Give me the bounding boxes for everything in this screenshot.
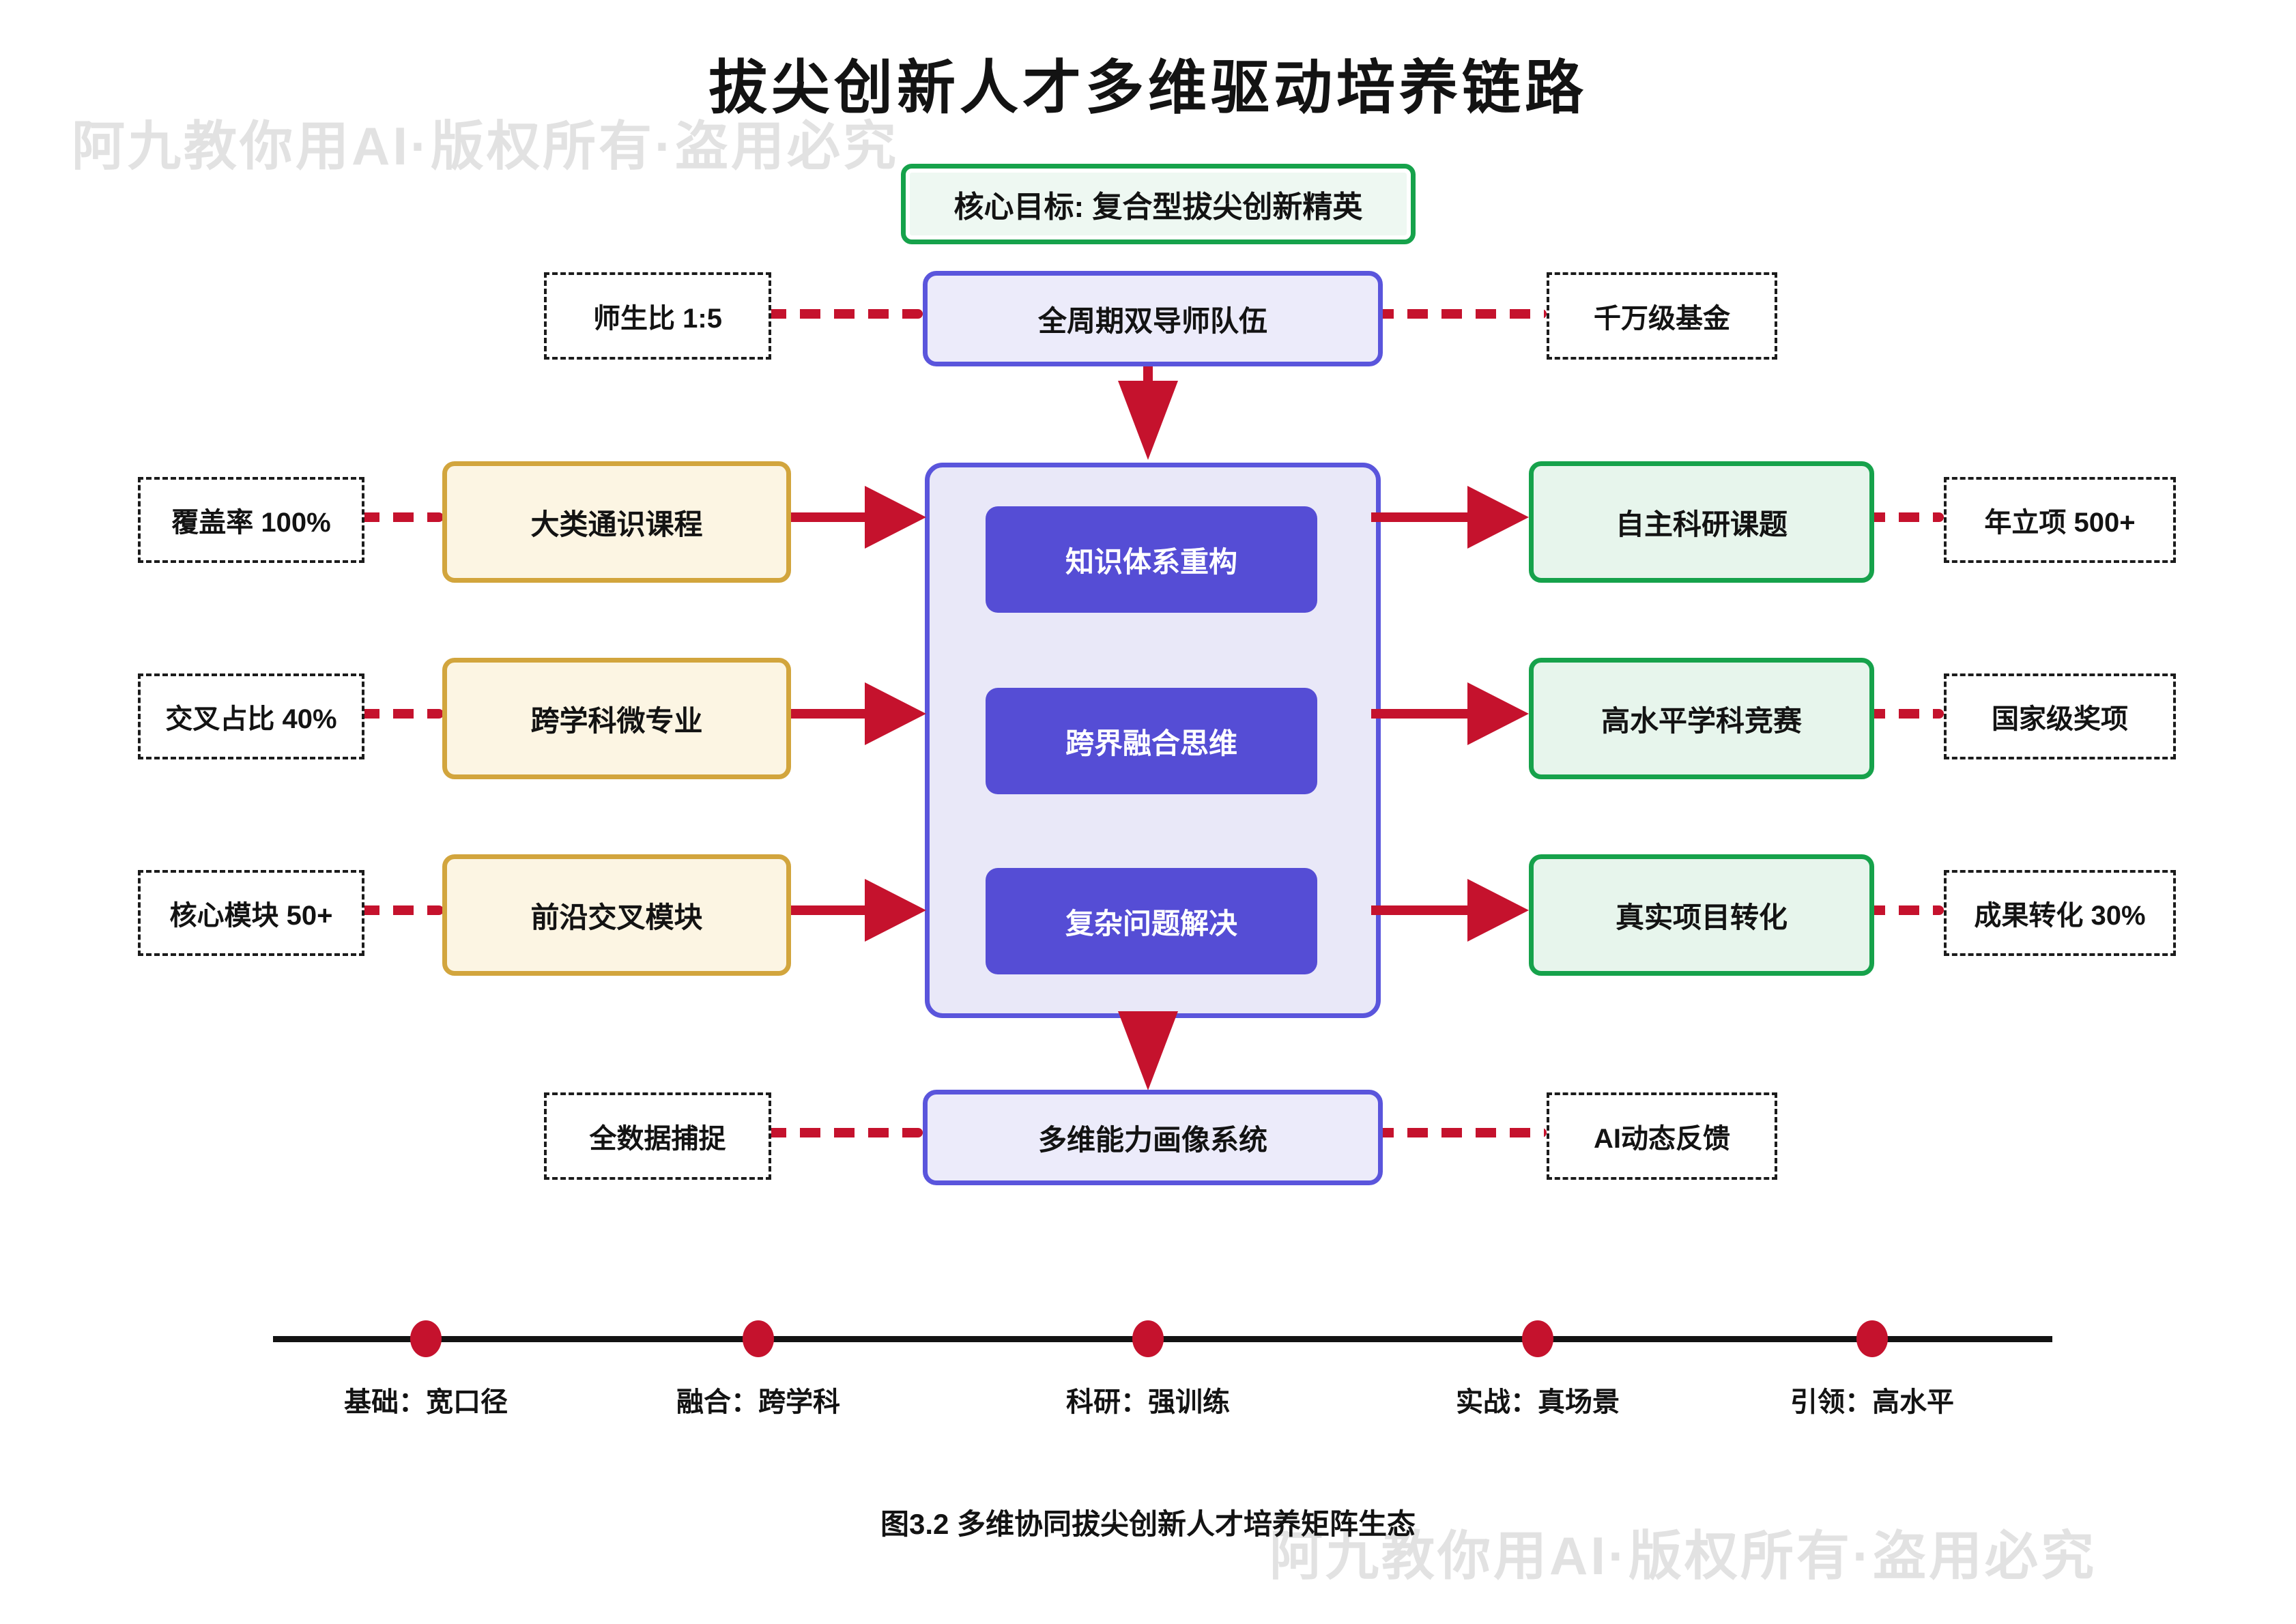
metric-core-modules: 核心模块 50+ bbox=[138, 870, 364, 956]
page-title: 拔尖创新人才多维驱动培养链路 bbox=[708, 55, 1588, 121]
dashed-connector bbox=[1865, 709, 1944, 719]
timeline-dot-icon bbox=[1856, 1320, 1888, 1357]
core-goal-box: 核心目标: 复合型拔尖创新精英 bbox=[901, 164, 1416, 244]
arrow-right-icon bbox=[1371, 905, 1467, 915]
timeline-stage-practice: 实战：真场景 bbox=[1456, 1387, 1620, 1417]
metric-projects: 年立项 500+ bbox=[1944, 477, 2176, 563]
dashed-connector bbox=[359, 905, 444, 915]
node-general-courses: 大类通识课程 bbox=[442, 461, 791, 583]
arrow-right-icon bbox=[1371, 709, 1467, 719]
arrow-right-icon bbox=[1371, 512, 1467, 522]
node-ability-portrait-system: 多维能力画像系统 bbox=[923, 1090, 1383, 1185]
arrow-down-icon bbox=[1118, 1011, 1178, 1090]
metric-fund: 千万级基金 bbox=[1547, 272, 1777, 360]
timeline-stage-leading: 引领：高水平 bbox=[1790, 1387, 1954, 1417]
timeline-dot-icon bbox=[743, 1320, 774, 1357]
node-project-transformation: 真实项目转化 bbox=[1529, 854, 1874, 976]
node-dual-mentor-team: 全周期双导师队伍 bbox=[923, 271, 1383, 366]
watermark-top: 阿九教你用AI·版权所有·盗用必究 bbox=[72, 116, 899, 176]
figure-caption: 图3.2 多维协同拔尖创新人才培养矩阵生态 bbox=[880, 1508, 1416, 1540]
dashed-connector bbox=[1865, 512, 1944, 522]
timeline-dot-icon bbox=[1132, 1320, 1164, 1357]
timeline-stage-research: 科研：强训练 bbox=[1066, 1387, 1230, 1417]
node-micro-majors: 跨学科微专业 bbox=[442, 658, 791, 779]
arrow-right-icon bbox=[865, 879, 926, 942]
dashed-connector bbox=[359, 512, 444, 522]
arrow-right-icon bbox=[865, 682, 926, 745]
timeline-stage-foundation: 基础：宽口径 bbox=[344, 1387, 508, 1417]
timeline-dot-icon bbox=[1522, 1320, 1553, 1357]
core-item-problem: 复杂问题解决 bbox=[986, 868, 1317, 974]
arrow-right-icon bbox=[781, 512, 872, 522]
arrow-right-icon bbox=[1467, 486, 1529, 549]
node-frontier-modules: 前沿交叉模块 bbox=[442, 854, 791, 976]
metric-coverage: 覆盖率 100% bbox=[138, 477, 364, 563]
arrow-right-icon bbox=[1467, 879, 1529, 942]
metric-data-capture: 全数据捕捉 bbox=[544, 1092, 771, 1180]
watermark-bottom: 阿九教你用AI·版权所有·盗用必究 bbox=[1269, 1526, 2097, 1586]
arrow-right-icon bbox=[781, 905, 872, 915]
arrow-right-icon bbox=[865, 486, 926, 549]
metric-transformation-rate: 成果转化 30% bbox=[1944, 870, 2176, 956]
metric-teacher-ratio: 师生比 1:5 bbox=[544, 272, 771, 360]
node-research-topics: 自主科研课题 bbox=[1529, 461, 1874, 583]
dashed-connector bbox=[359, 709, 444, 719]
metric-cross-ratio: 交叉占比 40% bbox=[138, 673, 364, 759]
arrow-down-icon bbox=[1118, 381, 1178, 460]
metric-ai-feedback: AI动态反馈 bbox=[1547, 1092, 1777, 1180]
timeline-stage-fusion: 融合：跨学科 bbox=[676, 1387, 840, 1417]
timeline-dot-icon bbox=[410, 1320, 442, 1357]
core-item-crossover: 跨界融合思维 bbox=[986, 688, 1317, 794]
metric-national-awards: 国家级奖项 bbox=[1944, 673, 2176, 759]
dashed-connector bbox=[1373, 1128, 1547, 1137]
dashed-connector bbox=[766, 309, 923, 319]
arrow-right-icon bbox=[781, 709, 872, 719]
dashed-connector bbox=[766, 1128, 923, 1137]
core-item-knowledge: 知识体系重构 bbox=[986, 506, 1317, 613]
node-competitions: 高水平学科竞赛 bbox=[1529, 658, 1874, 779]
dashed-connector bbox=[1373, 309, 1547, 319]
dashed-connector bbox=[1865, 905, 1944, 915]
arrow-right-icon bbox=[1467, 682, 1529, 745]
